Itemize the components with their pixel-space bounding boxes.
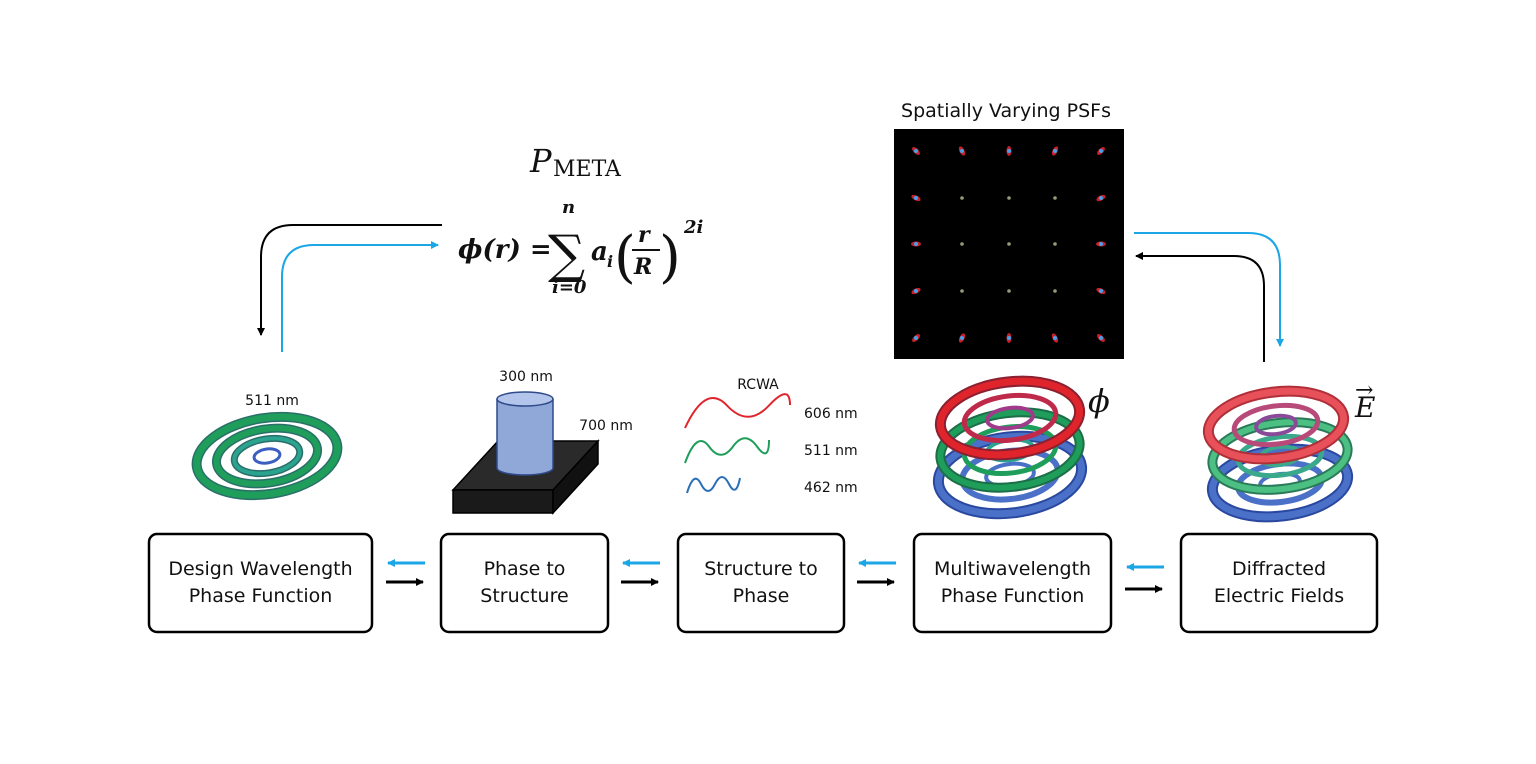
box-label-line2: Phase Function	[189, 585, 333, 607]
operator-subscript: META	[553, 157, 622, 182]
psf-spot-core	[914, 242, 918, 246]
box-label-line2: Structure	[480, 585, 568, 607]
box-label-line1: Multiwavelength	[934, 558, 1091, 580]
sigma-icon: ∑	[548, 225, 585, 285]
psf-spot-core	[914, 196, 918, 200]
psf-spot-core	[1007, 289, 1011, 293]
cyan-arrow-icon	[281, 241, 439, 352]
box-label-line2: Phase	[733, 585, 790, 607]
multiwavelength-rings: ϕ	[932, 375, 1110, 520]
coef: a	[591, 237, 608, 267]
rcwa-wavelength-2: 511 nm	[804, 443, 858, 459]
design-phase-rings: 511 nm	[191, 393, 343, 501]
box-label-line1: Diffracted	[1232, 558, 1326, 580]
box-structure-to-phase: Structure to Phase	[676, 532, 846, 634]
formula: P META ϕ(r) = n ∑ i=0 a i ( r R ) 2i	[458, 142, 704, 298]
box-phase-to-structure: Phase to Structure	[439, 532, 610, 634]
psf-spot-core	[960, 242, 964, 246]
design-wavelength-label: 511 nm	[245, 393, 299, 409]
box-label-line1: Phase to	[484, 558, 566, 580]
box-multiwavelength-phase: Multiwavelength Phase Function	[912, 532, 1113, 634]
cyan-arrow-icon	[1134, 232, 1284, 347]
psf-spot-core	[960, 196, 964, 200]
rcwa-waves: RCWA 606 nm 511 nm 462 nm	[684, 377, 858, 496]
green-wave	[684, 437, 770, 464]
sum-upper: n	[562, 197, 575, 218]
psf-spot-core	[960, 289, 964, 293]
box-label-line2: Electric Fields	[1214, 585, 1344, 607]
exponent: 2i	[683, 217, 704, 238]
psf-spot-core	[1099, 336, 1103, 340]
box-label-line1: Design Wavelength	[168, 558, 352, 580]
psf-spot-core	[1007, 196, 1011, 200]
field-arrow-icon: →	[1355, 378, 1373, 403]
psf-spot-core	[1099, 242, 1103, 246]
box-label-line2: Phase Function	[941, 585, 1085, 607]
psf-spot-core	[1099, 196, 1103, 200]
black-arrow-icon	[257, 224, 442, 336]
psf-spot-core	[914, 149, 918, 153]
psf-spot-core	[914, 289, 918, 293]
psf-panel: Spatially Varying PSFs	[894, 100, 1124, 359]
psf-title: Spatially Varying PSFs	[901, 100, 1111, 122]
black-arrow-icon	[1135, 252, 1265, 362]
pillar-height-label: 700 nm	[579, 418, 633, 434]
nanopillar: 300 nm 700 nm	[451, 369, 633, 515]
box-design-wavelength-phase: Design Wavelength Phase Function	[147, 532, 374, 634]
box-label-line1: Structure to	[704, 558, 818, 580]
field-symbol: E	[1354, 391, 1375, 424]
psf-spot-core	[1099, 149, 1103, 153]
pillar-diameter-label: 300 nm	[499, 369, 553, 385]
rcwa-wavelength-3: 462 nm	[804, 480, 858, 496]
psf-spot-core	[1053, 289, 1057, 293]
psf-spot-core	[1007, 242, 1011, 246]
psf-spot-core	[1099, 289, 1103, 293]
rcwa-title: RCWA	[737, 377, 779, 393]
psf-dots	[911, 146, 1106, 343]
psf-spot-core	[1053, 336, 1057, 340]
psf-spot-core	[1053, 149, 1057, 153]
psf-spot-core	[960, 336, 964, 340]
red-wave	[684, 393, 791, 429]
sum-lower: i=0	[552, 277, 587, 298]
paren-right-icon: )	[659, 225, 681, 290]
blue-wave	[686, 476, 741, 494]
right-loop-arrows	[1134, 232, 1284, 362]
operator-letter: P	[529, 142, 552, 180]
psf-spot-core	[1053, 242, 1057, 246]
paren-left-icon: (	[614, 225, 636, 290]
formula-lhs: ϕ(r) =	[458, 235, 552, 265]
psf-spot-core	[1007, 336, 1011, 340]
psf-spot-core	[1053, 196, 1057, 200]
psf-spot-core	[1007, 149, 1011, 153]
psf-spot-core	[960, 149, 964, 153]
coef-sub: i	[607, 252, 613, 271]
frac-den: R	[633, 254, 652, 280]
diffracted-field-rings: → E	[1202, 378, 1375, 523]
rcwa-wavelength-1: 606 nm	[804, 406, 858, 422]
frac-num: r	[638, 222, 651, 248]
left-loop-arrows	[257, 224, 442, 352]
psf-spot-core	[914, 336, 918, 340]
phi-symbol: ϕ	[1088, 382, 1110, 420]
box-diffracted-fields: Diffracted Electric Fields	[1179, 532, 1379, 634]
connector-arrows	[386, 559, 1164, 593]
